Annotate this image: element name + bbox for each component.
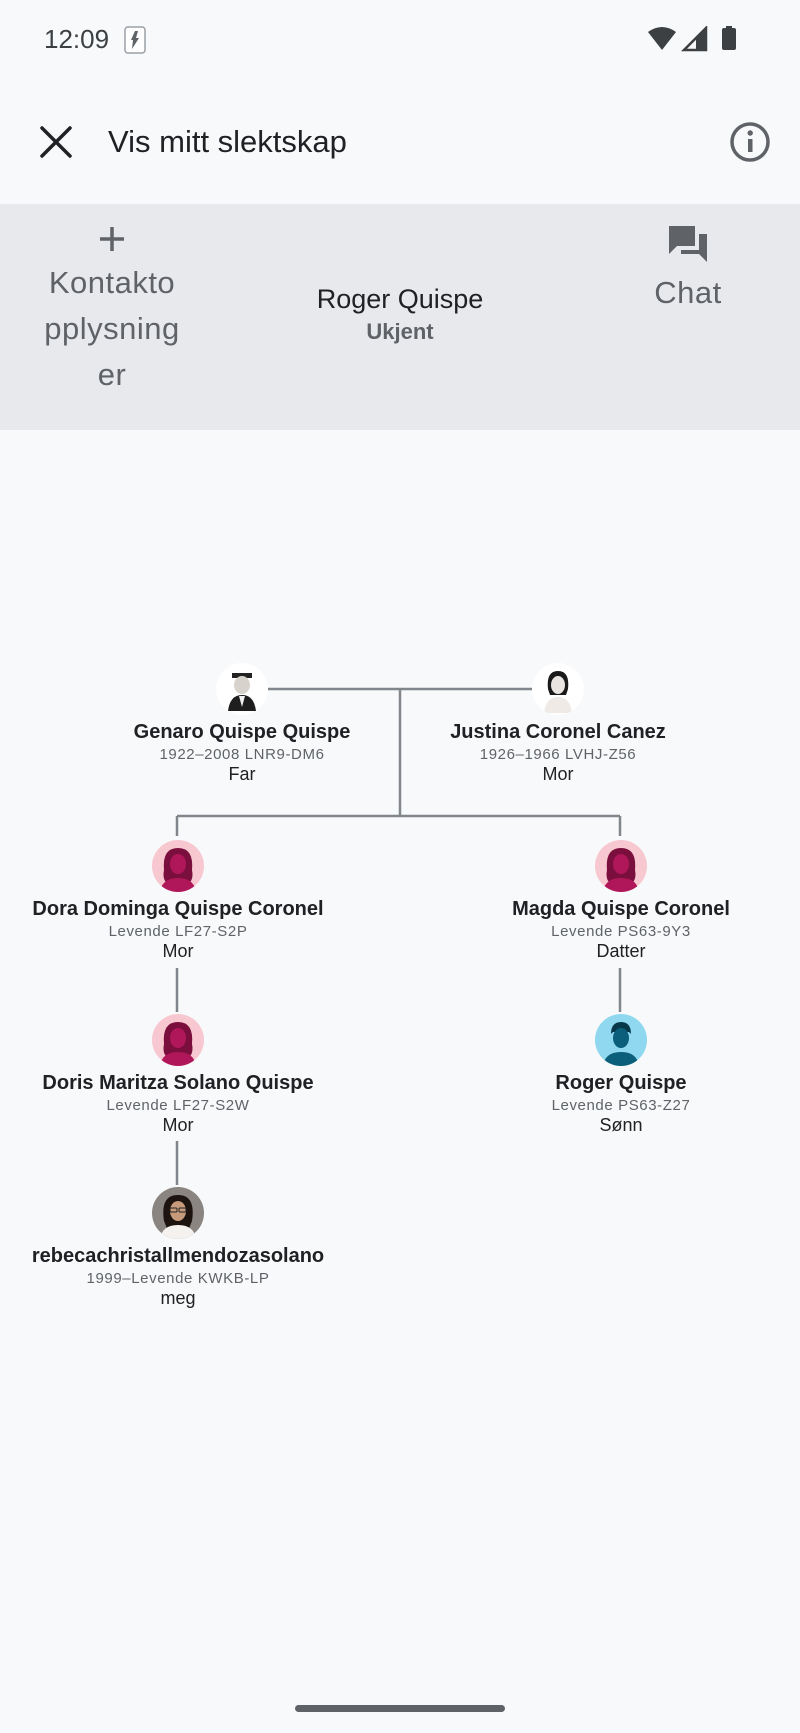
person-card-grandmother[interactable]: Justina Coronel Canez 1926–1966 LVHJ-Z56… [388,663,728,785]
person-name: Roger Quispe [555,1072,687,1094]
system-status-icons [648,26,736,52]
male-avatar-icon [595,1014,647,1066]
person-meta: 1922–2008 LNR9-DM6 [159,746,325,763]
person-card-dora[interactable]: Dora Dominga Quispe Coronel Levende LF27… [8,840,348,962]
person-name: rebecachristallmendozasolano [31,1245,325,1267]
tree-connectors [175,687,622,1185]
wifi-icon [648,27,676,50]
person-relation: Far [228,764,256,784]
contact-info-button[interactable]: Kontakto pplysning er [22,224,202,398]
notification-icon [124,26,146,54]
female-avatar-icon [152,1014,204,1066]
person-name: Genaro Quispe Quispe [133,721,351,743]
person-card-me[interactable]: rebecachristallmendozasolano 1999–Levend… [8,1187,348,1309]
battery-icon [722,28,736,50]
profile-status: Ukjent [366,319,434,344]
status-time: 12:09 [44,24,110,54]
person-name: Doris Maritza Solano Quispe [42,1072,314,1094]
person-meta: Levende LF27-S2W [106,1097,250,1114]
avatar [532,663,584,715]
relationship-header: Kontakto pplysning er Roger Quispe Ukjen… [0,204,800,430]
person-card-roger[interactable]: Roger Quispe Levende PS63-Z27 Sønn [451,1014,791,1136]
person-meta: Levende PS63-Z27 [551,1097,691,1114]
person-name: Justina Coronel Canez [450,721,666,743]
person-relation: meg [160,1288,196,1308]
page-title: Vis mitt slektskap [108,124,347,159]
avatar [152,1187,204,1239]
close-icon[interactable] [34,120,78,164]
person-card-doris[interactable]: Doris Maritza Solano Quispe Levende LF27… [8,1014,348,1136]
person-relation: Sønn [599,1115,643,1135]
person-relation: Mor [162,1115,194,1135]
female-avatar-icon [595,840,647,892]
info-icon[interactable] [728,120,772,164]
person-meta: Levende LF27-S2P [108,923,248,940]
relationship-tree: Genaro Quispe Quispe 1922–2008 LNR9-DM6 … [0,430,800,1680]
person-meta: 1999–Levende KWKB-LP [86,1270,270,1287]
profile-summary: Roger Quispe Ukjent [250,284,550,345]
status-bar: 12:09 [0,0,800,80]
profile-name: Roger Quispe [316,284,484,314]
person-relation: Datter [596,941,646,961]
person-meta: 1926–1966 LVHJ-Z56 [479,746,637,763]
female-avatar-icon [152,840,204,892]
person-name: Magda Quispe Coronel [512,898,730,920]
avatar [216,663,268,715]
contact-info-label: Kontakto pplysning er [44,265,180,392]
person-relation: Mor [162,941,194,961]
chat-label: Chat [654,275,722,310]
chat-icon [669,226,707,262]
plus-icon [100,227,124,251]
app-bar: Vis mitt slektskap [0,80,800,204]
person-name: Dora Dominga Quispe Coronel [32,898,324,920]
person-card-magda[interactable]: Magda Quispe Coronel Levende PS63-9Y3 Da… [451,840,791,962]
person-relation: Mor [542,764,574,784]
chat-button[interactable]: Chat [598,224,778,316]
person-card-grandfather[interactable]: Genaro Quispe Quispe 1922–2008 LNR9-DM6 … [72,663,412,785]
person-meta: Levende PS63-9Y3 [551,923,691,940]
home-indicator[interactable] [295,1705,505,1712]
